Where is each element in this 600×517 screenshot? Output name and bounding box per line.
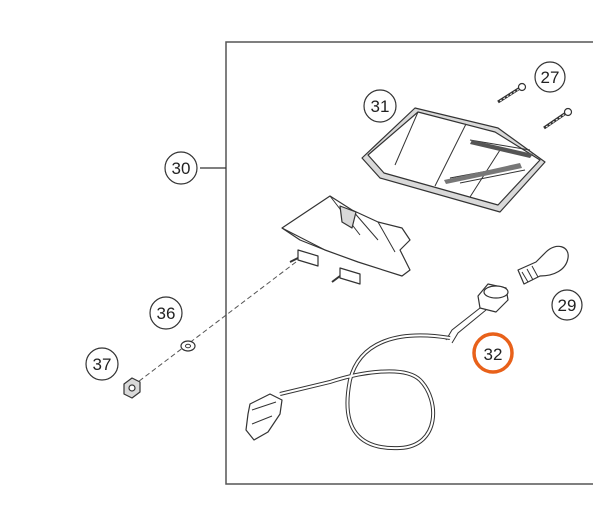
- lens-cover-part-31: [361, 107, 546, 213]
- washer-part-36: [180, 340, 196, 352]
- callout-30-label: 30: [172, 159, 191, 178]
- callout-29-label: 29: [558, 296, 577, 315]
- callout-32-label: 32: [484, 345, 503, 364]
- screw-part-27: [497, 82, 573, 130]
- fastener-axis-line: [129, 261, 297, 389]
- callout-29: 29: [551, 289, 583, 321]
- bulb-part-29: [517, 245, 569, 285]
- socket-cable-part-32: [245, 283, 509, 451]
- assembly-frame: [225, 41, 593, 485]
- callout-31: 31: [363, 89, 397, 123]
- callout-36: 36: [149, 296, 183, 330]
- callout-32: 32: [472, 332, 514, 374]
- callout-31-label: 31: [371, 97, 390, 116]
- callout-27: 27: [534, 61, 566, 93]
- nut-part-37: [123, 377, 141, 399]
- callout-27-label: 27: [541, 68, 560, 87]
- callout-36-label: 36: [157, 304, 176, 323]
- lamp-housing: [281, 195, 411, 285]
- callout-37: 37: [85, 347, 119, 381]
- callout-30: 30: [164, 151, 198, 185]
- callout-37-label: 37: [93, 355, 112, 374]
